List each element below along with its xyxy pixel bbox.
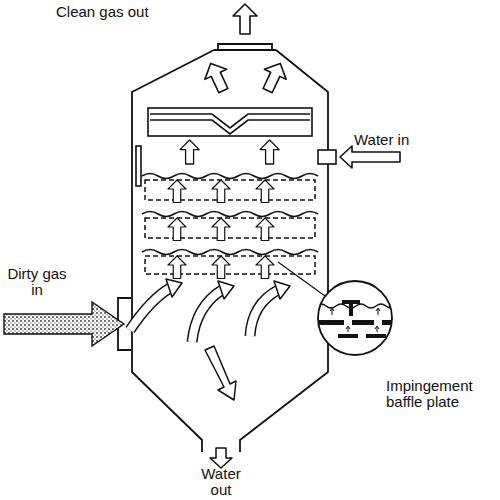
part-label: Dirty gas in bbox=[6, 266, 68, 298]
inset-circle bbox=[318, 281, 392, 355]
flow-arrow bbox=[257, 58, 291, 95]
flow-arrow bbox=[260, 140, 279, 164]
tower-shell bbox=[118, 44, 328, 452]
inlet-arrow bbox=[4, 302, 124, 346]
gas-swirl-arrows bbox=[130, 288, 278, 342]
part-label: Water in bbox=[354, 132, 434, 148]
baffle-detail bbox=[316, 300, 402, 338]
part-label: Clean gas out bbox=[56, 4, 226, 20]
flow-arrow bbox=[200, 58, 234, 95]
water-inlet bbox=[318, 146, 400, 168]
water-arrow bbox=[205, 346, 236, 400]
flow-arrow bbox=[180, 140, 199, 164]
swirl-heads bbox=[166, 279, 290, 299]
outlet-arrow bbox=[233, 4, 257, 34]
outlet-water-arrow bbox=[210, 448, 232, 468]
part-label: Water out bbox=[190, 466, 252, 498]
mist-eliminator bbox=[136, 108, 312, 186]
leader-line bbox=[278, 262, 325, 296]
trays bbox=[142, 174, 318, 275]
tray-arrows bbox=[168, 180, 274, 279]
part-label: Impingement baffle plate bbox=[386, 378, 496, 410]
